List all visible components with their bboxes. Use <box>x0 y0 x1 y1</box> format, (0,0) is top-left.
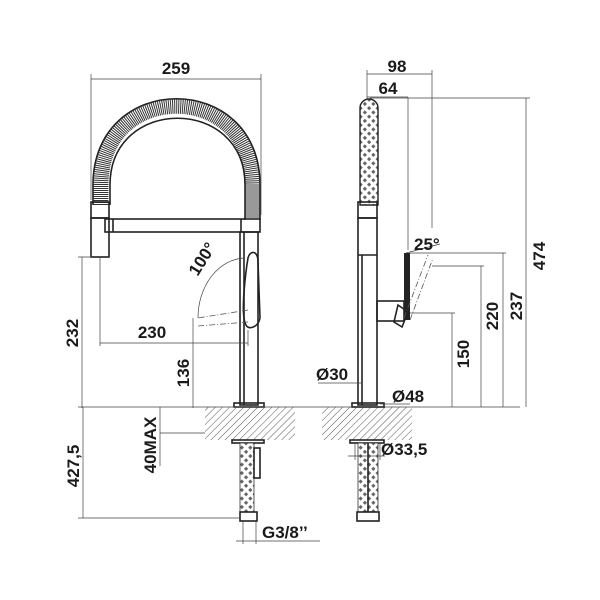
dim-lever-height: 136 <box>174 359 193 387</box>
supply-hose-front <box>239 442 255 513</box>
hose-nut-side <box>356 511 380 522</box>
spout-arm <box>104 218 261 233</box>
dim-connection-thread: G3/8’’ <box>262 523 308 542</box>
mixer-lever-side <box>404 253 410 320</box>
dim-base-diameter: Ø48 <box>392 387 424 406</box>
dim-counter-thickness: 40MAX <box>141 416 160 473</box>
countertop-front <box>205 407 295 440</box>
dim-width-total: 259 <box>162 59 190 78</box>
dim-lever-angle-side: 25° <box>414 235 440 254</box>
mixer-lever <box>242 251 261 329</box>
dim-height-lever-top: 237 <box>507 292 526 320</box>
dim-shank-diameter: Ø33,5 <box>381 440 427 459</box>
dim-under-counter: 427,5 <box>64 445 83 488</box>
countertop-side <box>322 407 412 440</box>
dim-spout-height: 232 <box>63 319 82 347</box>
dim-height-lever-pivot: 150 <box>454 340 473 368</box>
hose-nut-front <box>239 511 258 522</box>
pull-down-hose-side <box>359 98 379 206</box>
dim-spout-reach: 230 <box>138 323 166 342</box>
pull-down-hose <box>93 98 260 220</box>
side-view: 98 64 25° 474 237 220 150 Ø30 Ø48 Ø33,5 <box>316 57 549 522</box>
front-view: 259 230 232 136 100° 40MAX 427,5 G3/8’’ <box>63 59 520 544</box>
dim-depth-total: 98 <box>388 57 407 76</box>
dim-column-diameter: Ø30 <box>316 365 348 384</box>
dim-height-lever-tilt: 220 <box>483 302 502 330</box>
dim-depth-lever: 64 <box>379 79 398 98</box>
faucet-column <box>239 231 259 406</box>
faucet-column-side <box>357 217 378 406</box>
dim-height-total: 474 <box>530 241 549 270</box>
